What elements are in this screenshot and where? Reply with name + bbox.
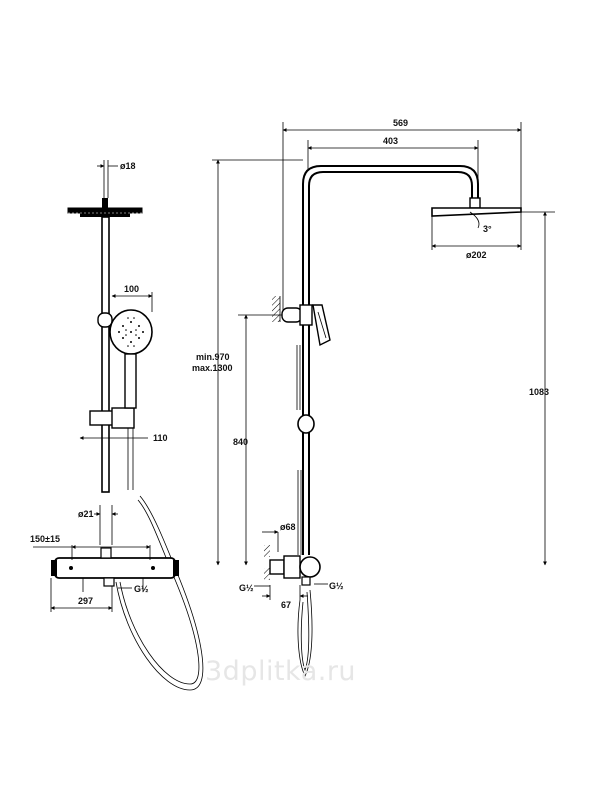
height-range-min-label: min.970 [196, 352, 230, 362]
mixer-height-label: 840 [233, 437, 248, 447]
thermostatic-mixer-side [269, 555, 321, 586]
watermark: 3dplitka.ru [205, 656, 356, 687]
head-diameter-label: ø202 [466, 250, 487, 260]
head-tilt-label: 3° [483, 224, 492, 234]
overhead-shower-side: 3° ø202 [431, 197, 522, 260]
shower-hose-front [115, 428, 204, 691]
outlet-thread-label: G½ [134, 584, 149, 594]
thermostatic-mixer-front [51, 547, 179, 592]
total-height-label: 1083 [529, 387, 549, 397]
shower-hose-side [297, 470, 313, 677]
inlet-depth-label: 67 [281, 600, 291, 610]
height-range-max-label: max.1300 [192, 363, 233, 373]
wall-hatch-lower [264, 545, 270, 557]
overhead-shower-front [67, 198, 143, 217]
total-width-label: 569 [393, 118, 408, 128]
inlet-diameter-label: ø68 [280, 522, 296, 532]
wall-hatch-upper [272, 296, 280, 322]
inlet-spacing-label: 150±15 [30, 534, 60, 544]
inlet-thread-right-label: G½ [329, 581, 344, 591]
front-view: ø18 100 [30, 160, 204, 691]
holder-offset-label: 110 [153, 433, 168, 443]
inlet-thread-left-label: G½ [239, 583, 254, 593]
shower-rail-side [296, 325, 315, 555]
outlet-diameter-label: ø21 [78, 509, 94, 519]
wall-bracket-side [281, 304, 331, 347]
handshower-width-label: 100 [124, 284, 139, 294]
shower-arm-side [302, 165, 479, 305]
wall-hatch-lower-2 [264, 568, 270, 580]
hand-shower-front [109, 309, 153, 409]
shower-rail-front [89, 216, 135, 493]
pipe-diameter-label: ø18 [120, 161, 136, 171]
mixer-length-label: 297 [78, 596, 93, 606]
side-view: 569 403 3° ø202 1083 min.970 ma [192, 118, 555, 677]
arm-length-label: 403 [383, 136, 398, 146]
